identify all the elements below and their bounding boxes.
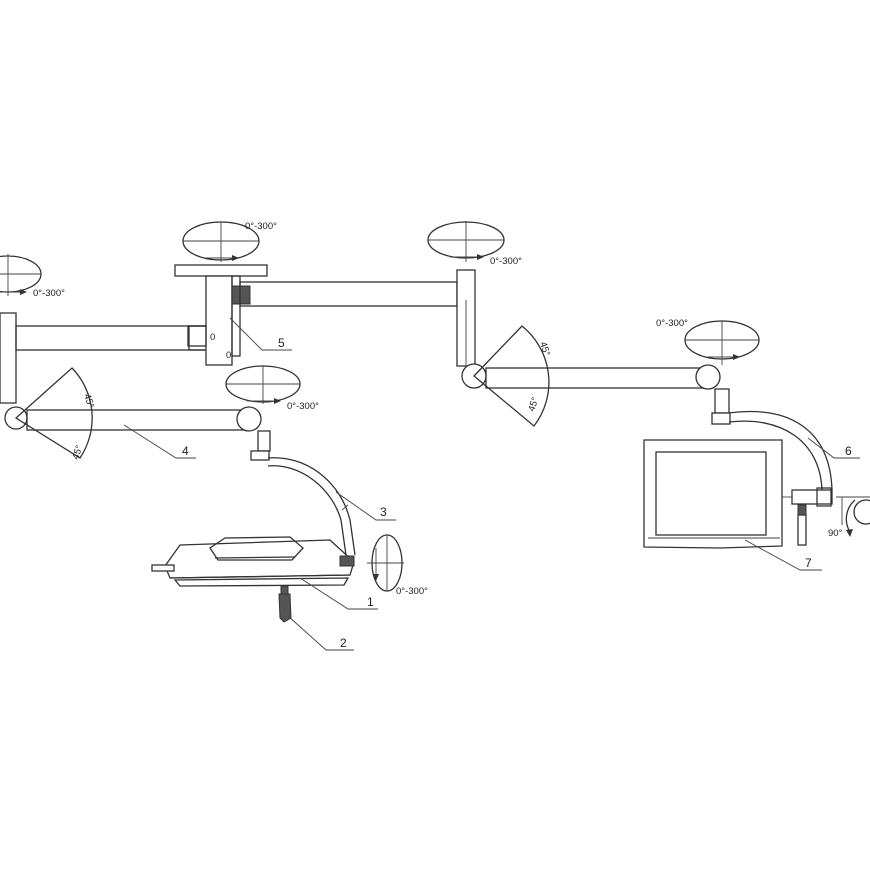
post-mark-upper: 0 [210,332,215,343]
callout-3: 3 [380,505,387,519]
left-tilt-joint: 45° 45° [4,367,96,461]
left-rotation-label: 0°-300° [33,288,65,299]
center-post: 0 0 [187,275,251,366]
center-rotation-label: 0°-300° [245,221,277,232]
right-tilt-upper-label: 45° [537,341,552,358]
center-rotation-indicator: 0°-300° [182,221,277,262]
monitor-tilt-indicator: 90° [828,496,870,539]
lamp-arm-rotation-label: 0°-300° [287,401,319,412]
left-tilt-upper-label: 45° [81,393,96,410]
left-rotation-indicator: 0°-300° [0,254,65,299]
left-ceiling-post [0,312,209,404]
callout-4: 4 [182,444,189,458]
monitor-spring-arm [711,388,833,546]
right-rotation-label: 0°-300° [490,256,522,267]
callout-6: 6 [845,444,852,458]
monitor-display-7 [643,439,783,549]
right-tilt-joint: 45° 45° [461,325,552,427]
lamp-arm-rotation-indicator: 0°-300° [225,365,319,412]
callout-2: 2 [340,636,347,650]
lamp-head-rotation-indicator: 0°-300° [367,534,428,597]
left-tilt-lower-label: 45° [70,444,85,461]
callout-leaders [123,317,860,651]
monitor-rotation-label: 0°-300° [656,318,688,329]
post-mark-lower: 0 [226,350,231,361]
callout-7: 7 [805,556,812,570]
monitor-tilt-label: 90° [828,528,843,539]
right-tilt-lower-label: 45° [526,396,541,413]
callout-5: 5 [278,336,285,350]
lamp-head-1 [151,536,355,587]
lamp-handle-2 [278,585,292,623]
monitor-arm-6 [485,364,721,390]
monitor-rotation-indicator: 0°-300° [656,318,760,365]
right-rotation-indicator: 0°-300° [427,221,522,267]
lower-arm-4 [26,406,262,432]
center-ceiling-plate [174,264,268,277]
right-ceiling-post [456,269,476,367]
callout-labels: 1 2 3 4 5 6 7 [182,336,852,650]
upper-arm [239,281,458,307]
lamp-spring-arm-3 [250,430,356,556]
callout-1: 1 [367,595,374,609]
lamp-head-rotation-label: 0°-300° [396,586,428,597]
